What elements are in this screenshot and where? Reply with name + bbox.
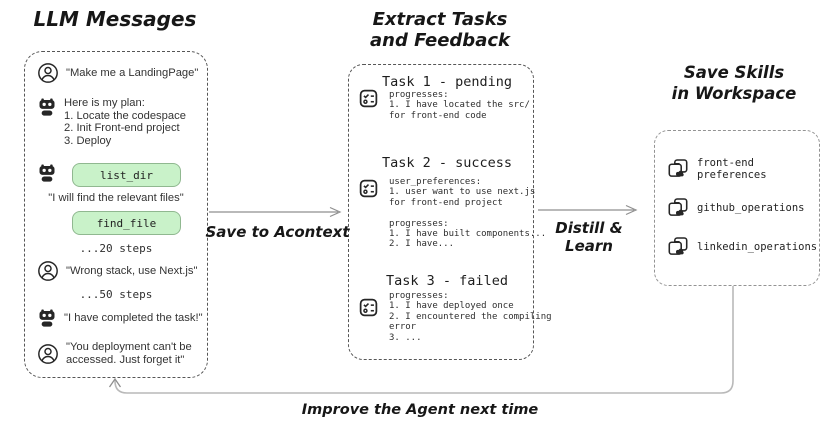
task1-heading: Task 1 - pending xyxy=(381,74,513,90)
skill-item: github_operations xyxy=(667,197,804,219)
skill-item: front-end preferences xyxy=(667,157,819,181)
skills-panel: front-end preferences github_operations xyxy=(654,130,820,286)
task3-heading: Task 3 - failed xyxy=(386,273,508,289)
message-row: "You deployment can't be accessed. Just … xyxy=(37,341,192,366)
robot-icon xyxy=(37,163,57,183)
task-list-icon xyxy=(358,88,379,109)
skill-label: github_operations xyxy=(697,202,805,214)
improve-agent-label: Improve the Agent next time xyxy=(301,402,539,418)
save-to-acontext-label: Save to Acontext xyxy=(205,223,350,241)
distill-learn-label: Distill & Learn xyxy=(555,219,623,255)
message-row: "Wrong stack, use Next.js" xyxy=(37,260,197,282)
task-list-icon xyxy=(358,178,379,199)
message-row: "I have completed the task!" xyxy=(37,308,203,328)
steps-ellipsis: ...20 steps xyxy=(79,242,153,255)
message-text: "Wrong stack, use Next.js" xyxy=(66,264,198,277)
message-text: "Make me a LandingPage" xyxy=(66,66,199,79)
message-text: "I have completed the task!" xyxy=(64,311,203,324)
skill-file-cloud-icon xyxy=(667,236,689,258)
message-row xyxy=(37,163,57,183)
robot-icon xyxy=(37,97,57,117)
llm-messages-title: LLM Messages xyxy=(33,7,197,31)
skill-file-cloud-icon xyxy=(667,158,689,180)
save-skills-title: Save Skills in Workspace xyxy=(671,63,797,103)
skill-item: linkedin_operations xyxy=(667,236,817,258)
message-row: "Make me a LandingPage" xyxy=(37,62,198,84)
message-text: "You deployment can't be accessed. Just … xyxy=(66,341,192,366)
task2-heading: Task 2 - success xyxy=(381,155,513,171)
robot-icon xyxy=(37,308,57,328)
tasks-panel: Task 1 - pending progresses: 1. I have l… xyxy=(348,64,552,360)
tool-call-chip-list-dir: list_dir xyxy=(72,163,181,187)
user-icon xyxy=(37,62,59,84)
task2-body: user_preferences: 1. user want to use ne… xyxy=(389,177,547,250)
skill-file-cloud-icon xyxy=(667,197,689,219)
distill-learn-arrow xyxy=(538,204,638,216)
save-to-acontext-arrow xyxy=(209,206,342,218)
llm-messages-panel: "Make me a LandingPage" Here is my plan:… xyxy=(24,51,208,378)
message-text: Here is my plan: 1. Locate the codespace… xyxy=(64,97,186,147)
message-text: "I will find the relevant files" xyxy=(48,192,184,204)
skill-label: front-end preferences xyxy=(697,157,767,181)
user-icon xyxy=(37,343,59,365)
user-icon xyxy=(37,260,59,282)
message-row: Here is my plan: 1. Locate the codespace… xyxy=(37,97,186,147)
tool-call-chip-find-file: find_file xyxy=(72,211,181,235)
steps-ellipsis: ...50 steps xyxy=(79,288,153,301)
extract-tasks-title: Extract Tasks and Feedback xyxy=(370,9,510,51)
skill-label: linkedin_operations xyxy=(697,241,818,253)
task1-body: progresses: 1. I have located the src/ f… xyxy=(389,90,530,121)
task3-body: progresses: 1. I have deployed once 2. I… xyxy=(389,291,552,343)
task-list-icon xyxy=(358,297,379,318)
